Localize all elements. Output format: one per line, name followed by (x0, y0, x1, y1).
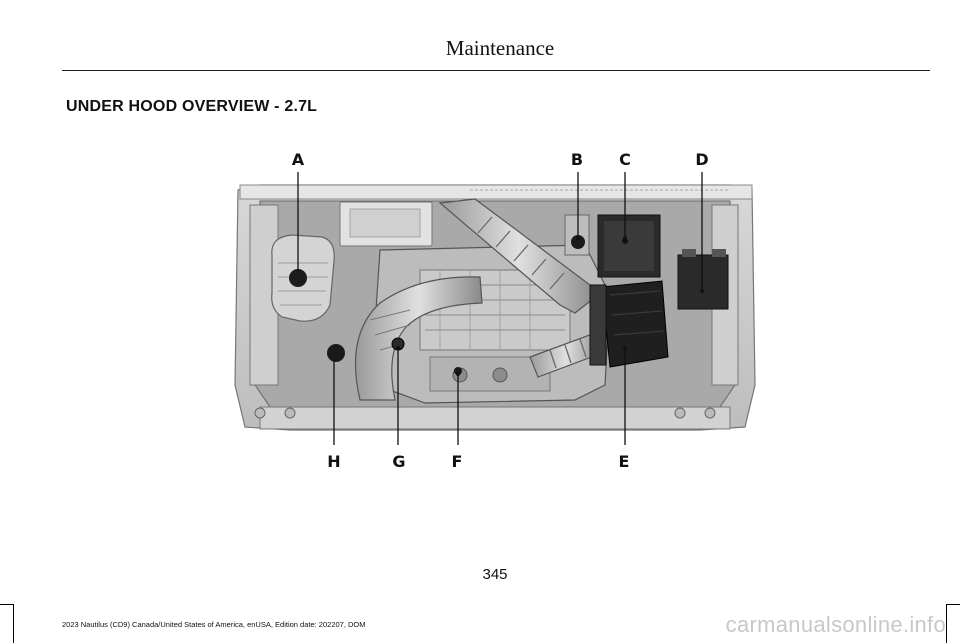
callout-label-e: E (618, 452, 630, 471)
callout-label-f: F (451, 452, 463, 471)
page-header-title: Maintenance (445, 36, 555, 60)
watermark: carmanualsonline.info (725, 612, 946, 637)
engine-bay-illustration (234, 172, 756, 445)
callout-label-h: H (327, 452, 341, 471)
page-number: 345 (482, 566, 508, 583)
callout-label-g: G (392, 452, 406, 471)
callout-label-d: D (695, 150, 709, 169)
callout-label-c: C (619, 150, 631, 169)
section-heading: UNDER HOOD OVERVIEW - 2.7L (66, 98, 318, 115)
crop-mark-right-h (947, 604, 960, 605)
crop-mark-left (13, 604, 14, 643)
crop-mark-left-h (0, 604, 13, 605)
crop-mark-right (946, 604, 947, 643)
callout-label-b: B (570, 150, 584, 169)
header-divider (62, 70, 930, 71)
footer-edition-text: 2023 Nautilus (CD9) Canada/United States… (62, 620, 366, 629)
callout-label-a: A (291, 150, 305, 169)
